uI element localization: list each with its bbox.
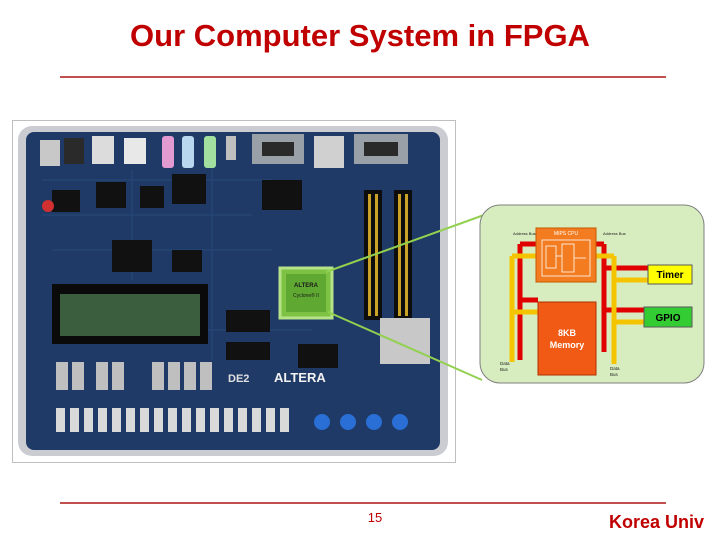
address-bus-label-right: Address Bus bbox=[603, 231, 626, 236]
audio-jack bbox=[204, 136, 216, 168]
pcb-board bbox=[26, 132, 440, 450]
slide-title: Our Computer System in FPGA bbox=[130, 18, 590, 53]
usb-port bbox=[124, 138, 146, 164]
gpio-block bbox=[643, 306, 693, 328]
timer-label: Timer bbox=[656, 270, 683, 281]
address-bus bbox=[517, 241, 648, 360]
audio-jack bbox=[182, 136, 194, 168]
data-bus-label-right-1: Data bbox=[610, 366, 620, 371]
cpu-datapath-icon bbox=[541, 239, 591, 277]
reset-button bbox=[42, 200, 54, 212]
memory-size: 8KB bbox=[558, 328, 577, 338]
callout-line-bottom bbox=[327, 311, 483, 381]
cpu-label: MIPS CPU bbox=[554, 231, 579, 237]
timer-block bbox=[647, 264, 693, 285]
gpio-label: GPIO bbox=[655, 313, 680, 324]
data-bus bbox=[509, 253, 648, 364]
board-logo: ALTERA bbox=[274, 370, 326, 385]
memory-label: Memory bbox=[550, 340, 585, 350]
sd-card-slot bbox=[380, 318, 430, 364]
fpga-brand: ALTERA bbox=[294, 283, 319, 289]
fpga-model: Cyclone® II bbox=[293, 292, 319, 299]
audio-jack bbox=[162, 136, 174, 168]
footer-divider bbox=[60, 502, 666, 504]
page-number: 15 bbox=[367, 510, 383, 525]
data-bus-label-left-2: Bus bbox=[500, 367, 509, 372]
title-divider bbox=[60, 76, 666, 78]
data-bus-label-right-2: Bus bbox=[610, 372, 619, 377]
footer-brand: Korea Univ bbox=[608, 512, 704, 532]
address-bus-label-left: Address Bus bbox=[513, 231, 536, 236]
usb-port bbox=[92, 136, 114, 164]
memory-block bbox=[537, 301, 597, 376]
callout-line-top bbox=[325, 214, 485, 273]
data-bus-label-left-1: Data bbox=[500, 361, 510, 366]
board-label: DE2 bbox=[228, 373, 249, 385]
power-jack bbox=[40, 140, 60, 166]
lcd-screen bbox=[60, 294, 200, 336]
ethernet-port bbox=[314, 136, 344, 168]
